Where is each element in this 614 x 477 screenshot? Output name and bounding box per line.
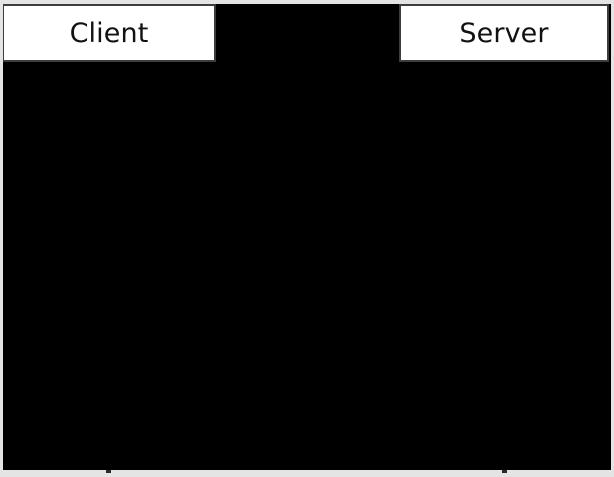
participant-label-server: Server <box>459 17 549 49</box>
participant-label-client: Client <box>69 17 149 49</box>
diagram-body-fill <box>3 0 611 470</box>
page-edge-left <box>0 0 3 477</box>
participant-box-client[interactable]: Client <box>2 4 216 62</box>
lifeline-stub-server <box>502 470 507 473</box>
page-edge-bottom <box>0 470 614 477</box>
participant-box-server[interactable]: Server <box>399 4 609 62</box>
lifeline-stub-client <box>106 470 111 473</box>
page-edge-right <box>611 0 614 477</box>
top-background-strip <box>0 0 614 4</box>
